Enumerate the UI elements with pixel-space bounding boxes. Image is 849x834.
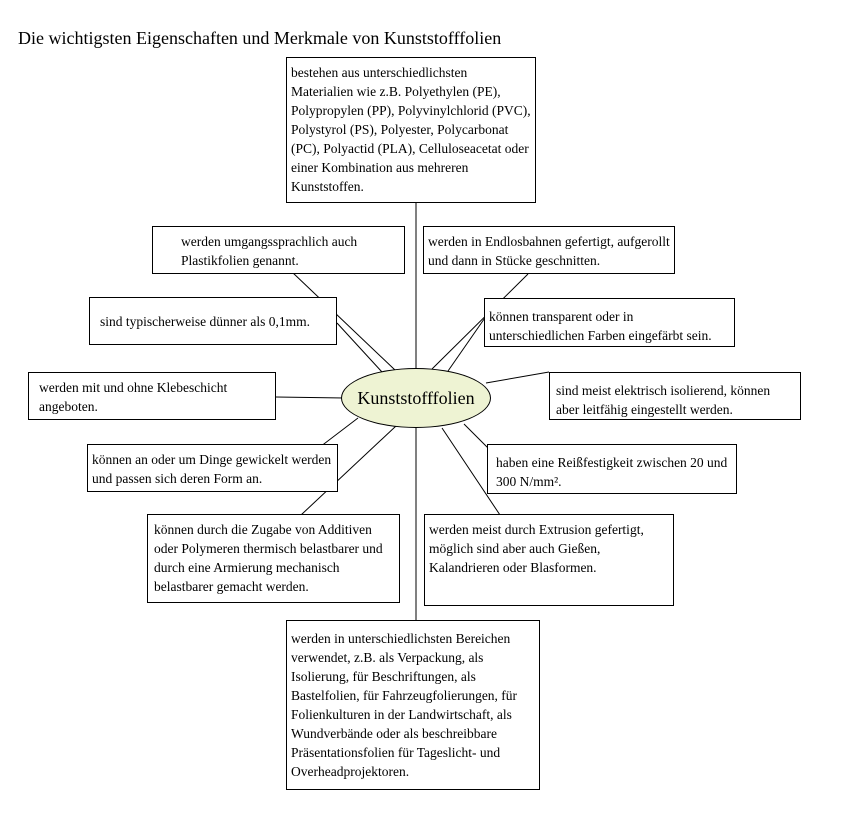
box-bereiche: werden in unterschiedlichsten Bereichen …: [286, 620, 540, 790]
box-klebe: werden mit und ohne Klebeschicht angebot…: [28, 372, 276, 420]
box-extrusion: werden meist durch Extrusion gefertigt, …: [424, 514, 674, 606]
box-endlos: werden in Endlosbahnen gefertigt, aufger…: [423, 226, 675, 274]
connector-endlos: [431, 273, 529, 370]
box-additive: können durch die Zugabe von Additiven od…: [147, 514, 400, 603]
diagram-title: Die wichtigsten Eigenschaften und Merkma…: [18, 28, 502, 48]
box-plastikfolien: werden umgangssprachlich auch Plastikfol…: [152, 226, 405, 274]
box-materials: bestehen aus unterschiedlichsten Materia…: [286, 57, 536, 203]
connector-additive: [300, 425, 397, 516]
box-transparent: können transparent oder in unterschiedli…: [484, 298, 735, 347]
box-duenner: sind typischerweise dünner als 0,1mm.: [89, 297, 337, 345]
connector-extrusion: [441, 427, 501, 516]
connector-isolierend: [485, 371, 550, 384]
center-label: Kunststofffolien: [357, 387, 475, 408]
connector-klebe: [275, 396, 345, 399]
box-gewickelt: können an oder um Dinge gewickelt werden…: [87, 444, 338, 492]
box-isolierend: sind meist elektrisch isolierend, können…: [549, 372, 801, 420]
box-reiss: haben eine Reißfestigkeit zwischen 20 un…: [487, 444, 737, 494]
connector-duenner: [336, 322, 383, 373]
connector-transparent: [447, 311, 490, 372]
connector-plastikfolien: [291, 271, 396, 371]
center-node: Kunststofffolien: [341, 368, 491, 428]
